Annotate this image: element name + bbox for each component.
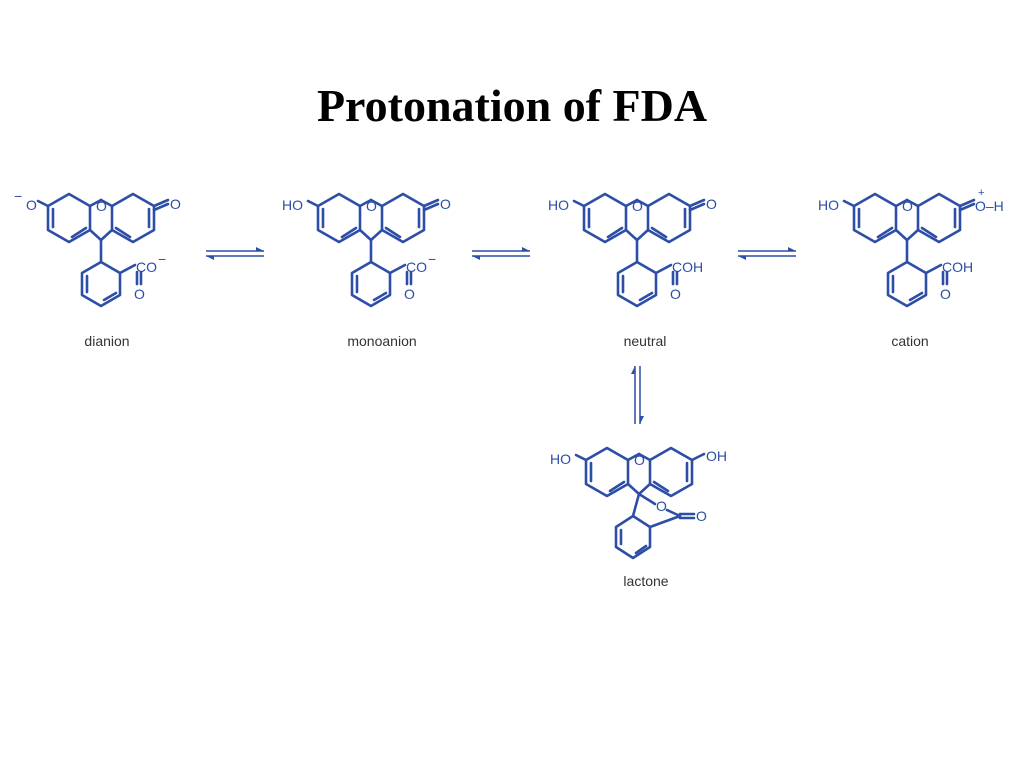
equilibrium-arrow-2 bbox=[472, 247, 530, 260]
neutral-structure: O O HO COH O neutral bbox=[548, 192, 717, 349]
neutral-acid-group: COH bbox=[672, 259, 703, 275]
monoanion-acid-oxygen: O bbox=[404, 286, 415, 302]
dianion-acid-charge: − bbox=[158, 251, 166, 267]
lactone-right-group: OH bbox=[706, 448, 727, 464]
lactone-structure: O HO OH O O lactone bbox=[550, 446, 727, 589]
dianion-left-oxygen: O bbox=[26, 197, 37, 213]
dianion-left-charge: − bbox=[14, 188, 22, 204]
neutral-left-group: HO bbox=[548, 197, 569, 213]
lactone-ring-oxygen: O bbox=[656, 498, 667, 514]
bridge-oxygen: O bbox=[902, 198, 913, 214]
neutral-acid-oxygen: O bbox=[670, 286, 681, 302]
equilibrium-arrow-3 bbox=[738, 247, 796, 260]
cation-right-charge: + bbox=[978, 187, 984, 199]
dianion-right-oxygen: O bbox=[170, 196, 181, 212]
cation-label: cation bbox=[891, 333, 928, 349]
bridge-oxygen: O bbox=[366, 198, 377, 214]
bridge-oxygen: O bbox=[632, 198, 643, 214]
dianion-label: dianion bbox=[84, 333, 129, 349]
lactone-label: lactone bbox=[623, 573, 668, 589]
monoanion-structure: O O HO CO − O monoanion bbox=[282, 192, 451, 349]
cation-structure: O O–H + HO COH O cation bbox=[818, 187, 1004, 349]
lactone-left-group: HO bbox=[550, 451, 571, 467]
bridge-oxygen: O bbox=[634, 452, 645, 468]
monoanion-acid-group: CO bbox=[406, 259, 427, 275]
lactone-carbonyl-oxygen: O bbox=[696, 508, 707, 524]
neutral-right-oxygen: O bbox=[706, 196, 717, 212]
monoanion-right-oxygen: O bbox=[440, 196, 451, 212]
cation-acid-group: COH bbox=[942, 259, 973, 275]
equilibrium-arrow-vertical bbox=[631, 366, 644, 424]
slide-title: Protonation of FDA bbox=[316, 80, 708, 131]
cation-acid-oxygen: O bbox=[940, 286, 951, 302]
neutral-label: neutral bbox=[624, 333, 667, 349]
monoanion-left-group: HO bbox=[282, 197, 303, 213]
dianion-structure: O O O − CO − O dianion bbox=[14, 188, 181, 349]
cation-right-group: O–H bbox=[975, 198, 1004, 214]
monoanion-acid-charge: − bbox=[428, 251, 436, 267]
dianion-acid-oxygen: O bbox=[134, 286, 145, 302]
dianion-acid-group: CO bbox=[136, 259, 157, 275]
cation-left-group: HO bbox=[818, 197, 839, 213]
monoanion-label: monoanion bbox=[347, 333, 416, 349]
equilibrium-arrow-1 bbox=[206, 247, 264, 260]
bridge-oxygen: O bbox=[96, 198, 107, 214]
